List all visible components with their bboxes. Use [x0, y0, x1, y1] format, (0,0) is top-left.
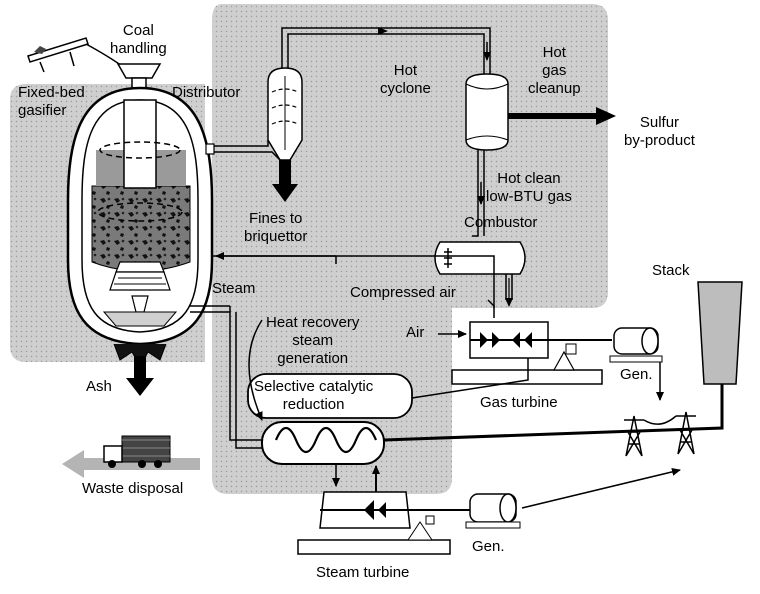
gas-turbine: [451, 321, 612, 385]
hrsg-coil: [274, 426, 378, 454]
stack: [697, 281, 743, 385]
ash-arrow: [126, 356, 154, 396]
plant-region: [212, 4, 608, 494]
coal-conveyor-icon: [27, 37, 123, 73]
hot-cyclone: [267, 67, 303, 161]
gas-turbine-generator-label: Gen.: [620, 366, 653, 383]
gas-turbine-label: Gas turbine: [480, 394, 558, 411]
steam-inlet: [190, 305, 262, 449]
dump-truck-icon: [103, 435, 171, 468]
steam-label: Steam: [212, 280, 256, 297]
air-label: Air: [406, 324, 425, 341]
waste-disposal-label: Waste disposal: [82, 480, 184, 497]
fixed-bed-gasifier: [66, 86, 215, 368]
steam-turbine-label: Steam turbine: [316, 564, 410, 581]
combustor: [434, 241, 526, 307]
transmission-tower-icon: [624, 411, 696, 457]
fines-arrow: [272, 160, 298, 202]
steam-turbine: [297, 491, 480, 555]
power-line: [521, 467, 681, 509]
pipe-flow-arrow-top: [378, 27, 388, 35]
combustor-label: Combustor: [464, 214, 538, 231]
distributor-label: Distributor: [172, 84, 241, 101]
steam-turbine-generator-label: Gen.: [472, 538, 505, 555]
hot-gas-cleanup-vessel: [465, 73, 509, 151]
generator-steam-turbine: [465, 493, 521, 529]
ash-label: Ash: [86, 378, 112, 395]
waste-disposal-arrow: [62, 450, 200, 478]
selective-catalytic-reduction: [247, 373, 413, 419]
hrsg-label-pointer: [248, 319, 263, 421]
stack-label: Stack: [652, 262, 690, 279]
generator-gas-turbine: [609, 327, 664, 401]
compressed-air-label: Compressed air: [350, 284, 456, 301]
sulfur-arrow: [508, 107, 616, 125]
